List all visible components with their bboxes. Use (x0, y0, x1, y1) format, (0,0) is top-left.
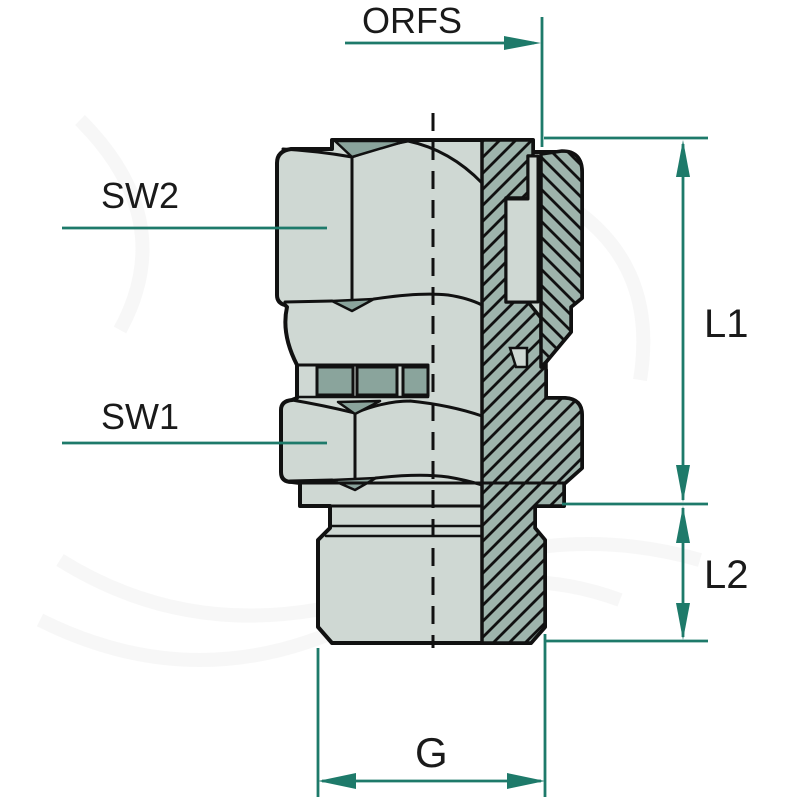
sw2-bottom-chamfer-facet (330, 297, 376, 313)
sw2-hex-details (281, 139, 484, 313)
label-l1: L1 (704, 302, 749, 346)
label-sw2: SW2 (101, 175, 179, 216)
slot-window-1 (315, 365, 355, 397)
seal-sleeve (504, 154, 540, 304)
sw1-top-chamfer-facet (336, 399, 382, 416)
swivel-nut-section-hatched (539, 149, 584, 369)
dimensions: ORFS SW2 SW1 L1 L2 G (62, 0, 749, 797)
swivel-slot-band (295, 363, 430, 399)
l1-arrow-up (676, 140, 690, 177)
label-sw1: SW1 (101, 396, 179, 437)
l2-arrow-down (676, 603, 690, 640)
sw2-bottom-face-edges (283, 292, 484, 307)
label-l2: L2 (704, 553, 749, 597)
g-arrow-right (507, 773, 545, 789)
label-g: G (415, 729, 448, 776)
orfs-arrowhead (504, 36, 541, 50)
sleeve-gap-facet (508, 346, 529, 369)
thread-relief-groove-lines (324, 524, 484, 538)
stud-details (298, 481, 566, 538)
slot-window-3 (401, 365, 430, 397)
g-arrow-left (318, 773, 356, 789)
l2-arrow-up (676, 506, 690, 543)
slot-window-2 (355, 365, 399, 397)
sw2-top-chamfer-facet (333, 139, 408, 159)
sw1-hex-details (288, 398, 484, 492)
label-orfs: ORFS (362, 0, 462, 41)
fitting-body-group (275, 138, 584, 645)
l1-arrow-down (676, 465, 690, 502)
